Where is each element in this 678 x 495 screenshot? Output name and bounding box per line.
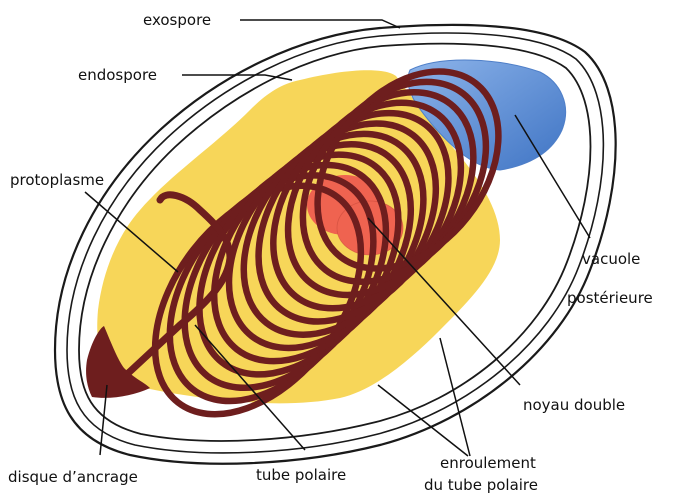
label-exospore: exospore: [143, 11, 211, 29]
label-disque: disque d’ancrage: [8, 468, 138, 486]
leader-exospore: [240, 20, 400, 28]
leader-endospore: [182, 75, 292, 80]
label-enroulement-line2: du tube polaire: [424, 476, 538, 494]
label-endospore: endospore: [78, 66, 157, 84]
label-enroulement-line1: enroulement: [440, 454, 536, 472]
label-vacuole-line1: vacuole: [582, 250, 640, 268]
label-tube-polaire: tube polaire: [256, 466, 346, 484]
label-vacuole-line2: postérieure: [567, 289, 653, 307]
label-protoplasme: protoplasme: [10, 171, 104, 189]
label-noyau: noyau double: [523, 396, 625, 414]
